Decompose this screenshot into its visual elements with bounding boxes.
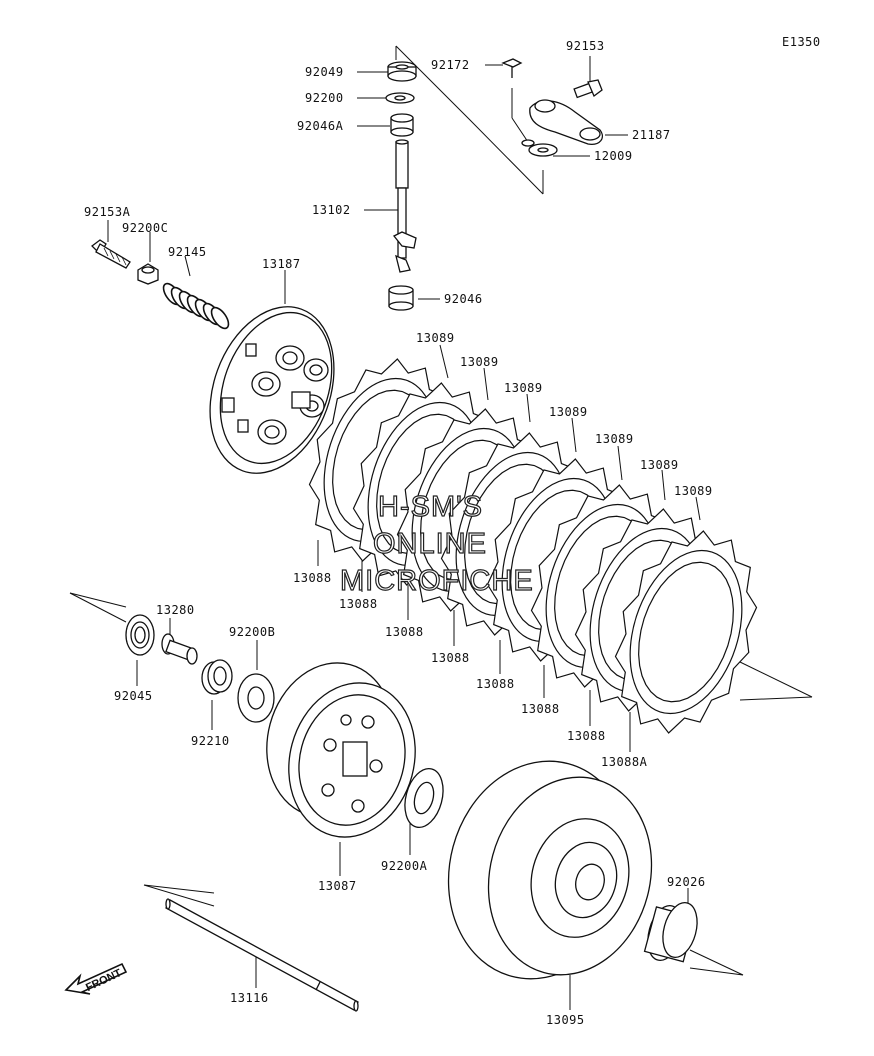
- part-label-92200: 92200: [305, 91, 344, 105]
- part-label-92046a: 92046A: [297, 119, 344, 133]
- part-label-92200a: 92200A: [381, 859, 428, 873]
- clutch-housing: [447, 760, 698, 980]
- part-label-13102: 13102: [312, 203, 351, 217]
- part-label-13089: 13089: [674, 484, 713, 498]
- part-label-13095: 13095: [546, 1013, 585, 1027]
- watermark-line: H-SM'S: [377, 491, 483, 523]
- part-label-92045: 92045: [114, 689, 153, 703]
- part-label-13089: 13089: [504, 381, 543, 395]
- part-label-92049: 92049: [305, 65, 344, 79]
- part-label-92153: 92153: [566, 39, 605, 53]
- axis-lines: [69, 45, 813, 976]
- release-shaft-assembly: [385, 61, 417, 311]
- part-label-13280: 13280: [156, 603, 195, 617]
- part-label-13116: 13116: [230, 991, 269, 1005]
- watermark-line: MICROFICHE: [339, 565, 534, 597]
- part-label-92200b: 92200B: [229, 625, 276, 639]
- part-label-13088: 13088: [293, 571, 332, 585]
- part-label-13089: 13089: [549, 405, 588, 419]
- part-label-13088: 13088: [431, 651, 470, 665]
- part-label-13089: 13089: [640, 458, 679, 472]
- part-label-13088: 13088: [567, 729, 606, 743]
- part-label-92145: 92145: [168, 245, 207, 259]
- diagram-code: E1350: [782, 35, 821, 49]
- clutch-hub: [266, 662, 444, 838]
- part-label-13089: 13089: [595, 432, 634, 446]
- plate-inner-teeth: [638, 561, 734, 703]
- part-label-13187: 13187: [262, 257, 301, 271]
- clutch-plate: [614, 530, 758, 734]
- part-label-13088a: 13088A: [601, 755, 648, 769]
- part-label-13089: 13089: [416, 331, 455, 345]
- watermark-line: ONLINE: [372, 528, 487, 560]
- bearing-assembly: [125, 614, 275, 723]
- push-rod: [165, 898, 359, 1012]
- part-label-13088: 13088: [521, 702, 560, 716]
- part-label-92200c: 92200C: [122, 221, 169, 235]
- front-label: FRONT: [84, 967, 124, 994]
- part-label-92026: 92026: [667, 875, 706, 889]
- part-label-13088: 13088: [476, 677, 515, 691]
- pressure-plate-assembly: [91, 239, 335, 474]
- part-label-13089: 13089: [460, 355, 499, 369]
- front-direction-arrow-icon: FRONT: [64, 962, 128, 995]
- part-label-92153a: 92153A: [84, 205, 131, 219]
- part-label-92210: 92210: [191, 734, 230, 748]
- clutch-plates-stack: [308, 358, 758, 734]
- part-label-21187: 21187: [632, 128, 671, 142]
- release-lever-assembly: [501, 58, 603, 157]
- part-label-13088: 13088: [339, 597, 378, 611]
- part-label-12009: 12009: [594, 149, 633, 163]
- part-label-92046: 92046: [444, 292, 483, 306]
- part-label-92172: 92172: [431, 58, 470, 72]
- part-label-13087: 13087: [318, 879, 357, 893]
- part-label-13088: 13088: [385, 625, 424, 639]
